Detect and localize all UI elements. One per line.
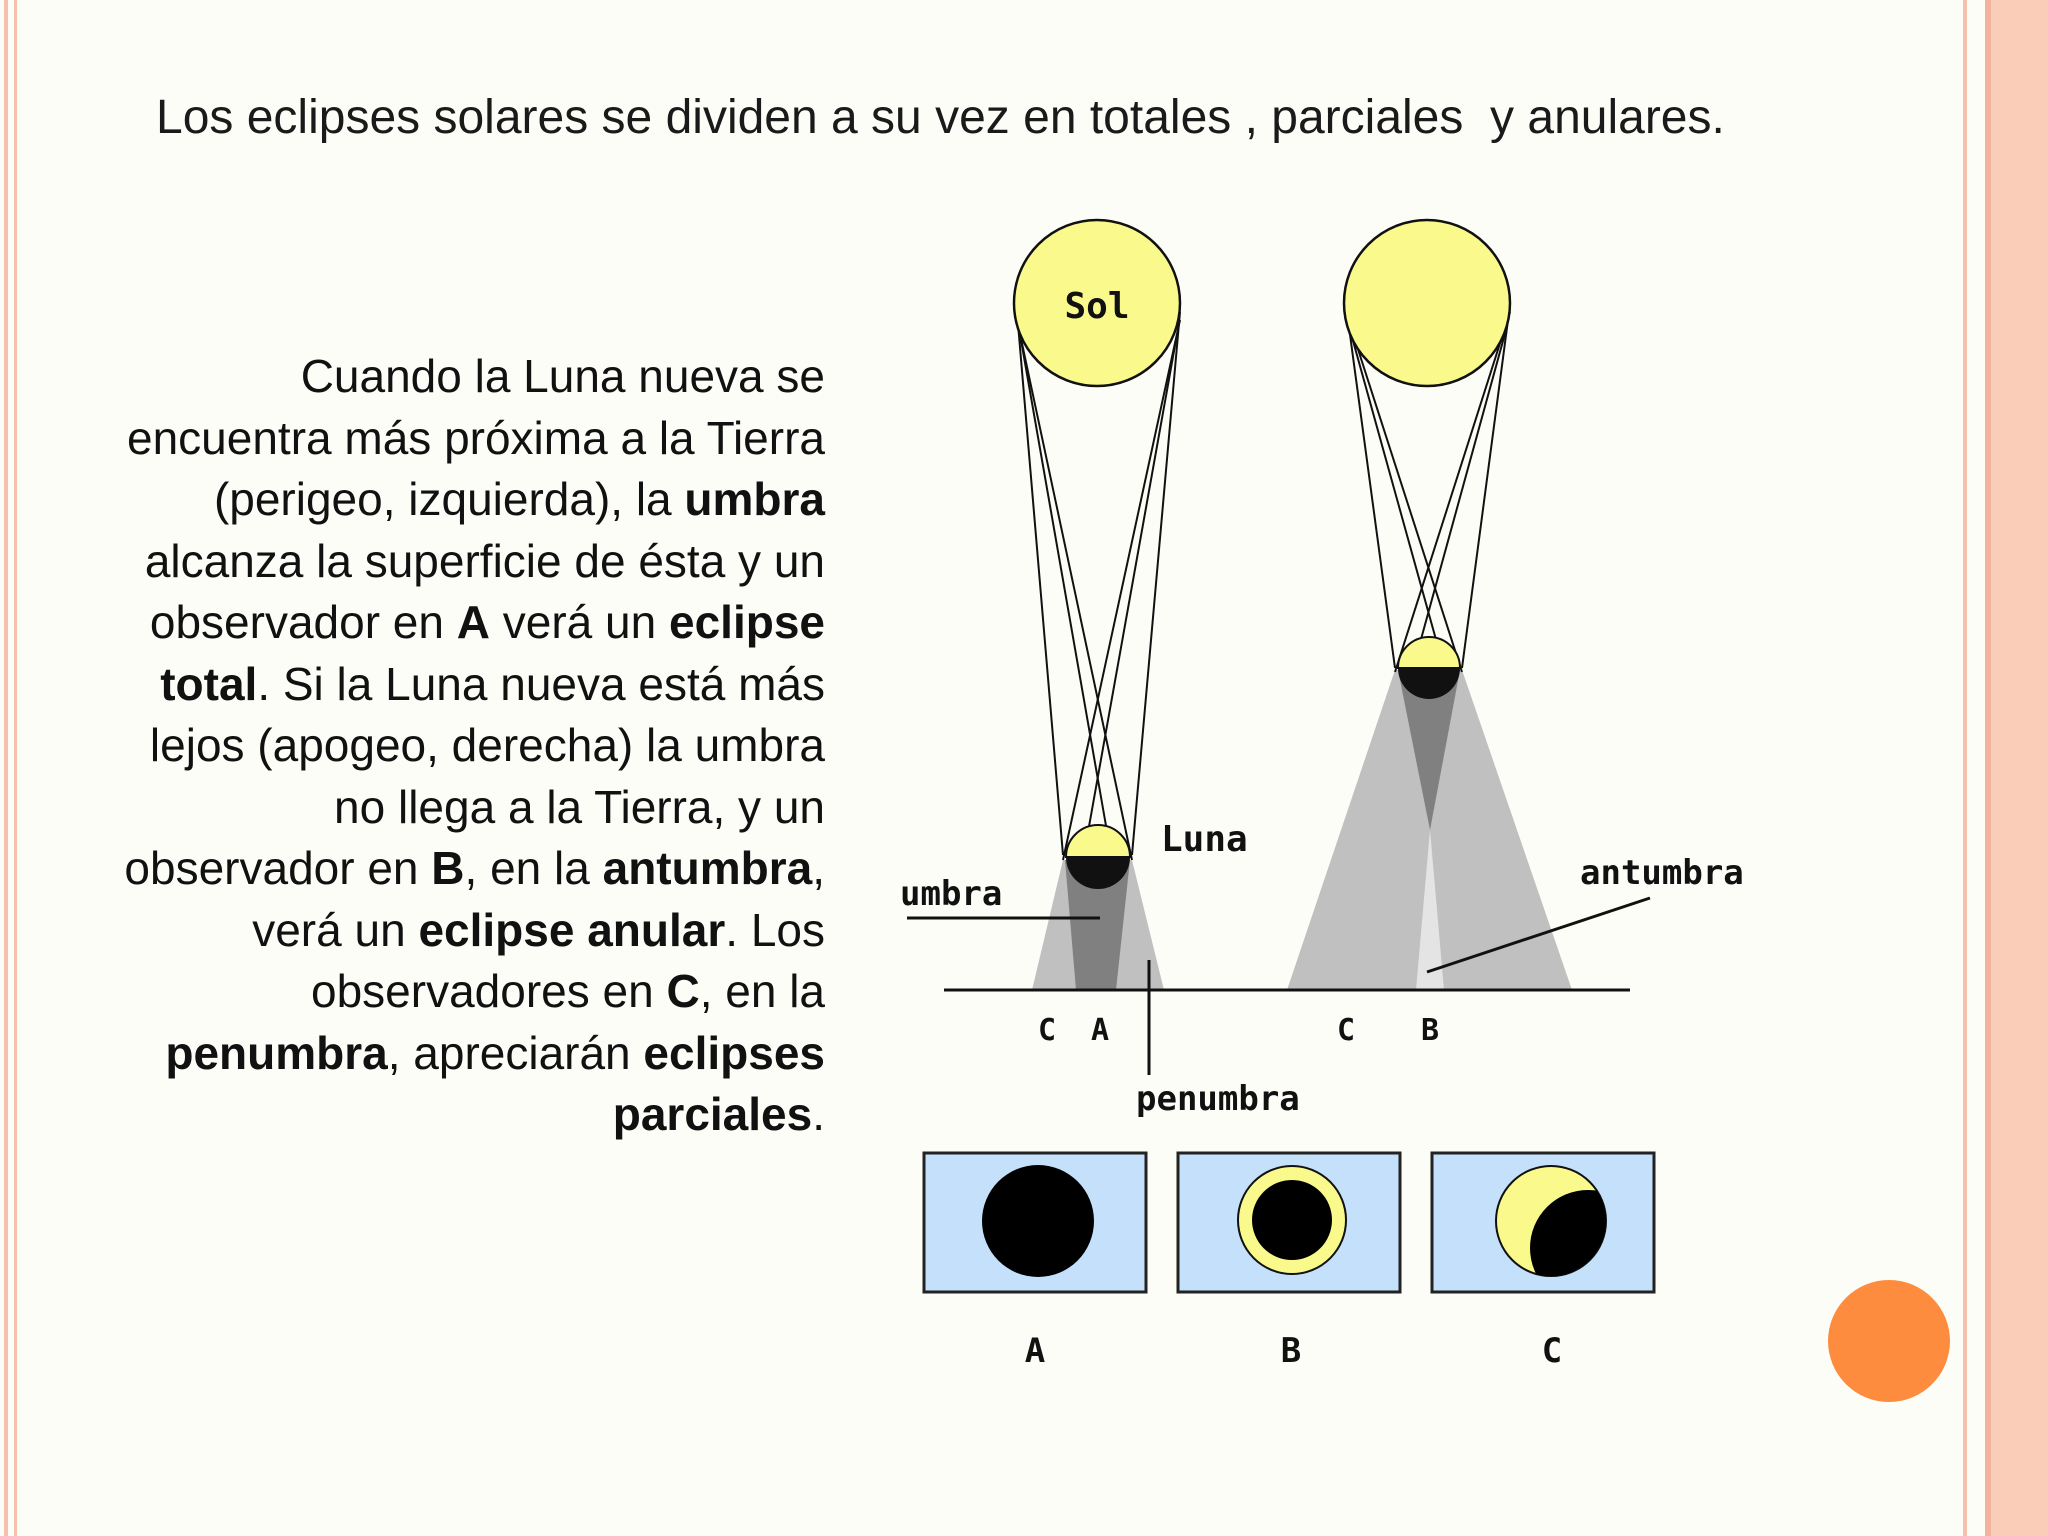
text-run: , en la [699, 965, 825, 1017]
ground-label-c-left: C [1038, 1013, 1056, 1048]
right-antumbra-region [1416, 830, 1444, 990]
panel-label-b: B [1281, 1331, 1301, 1371]
ground-label-c-right: C [1337, 1013, 1355, 1048]
moon-disc-icon [982, 1165, 1094, 1277]
moon-disc-icon [1252, 1180, 1332, 1260]
right-penumbra-region [1287, 670, 1572, 990]
body-paragraph: Cuando la Luna nueva se encuentra más pr… [120, 346, 825, 1146]
antumbra-pointer [1426, 896, 1651, 974]
text-run: , apreciarán [387, 1026, 644, 1079]
moon-disc-icon [1530, 1190, 1606, 1276]
text-run: verá un [490, 596, 669, 648]
text-run: Cuando la Luna nueva se encuentra más pr… [127, 350, 825, 525]
text-run: alcanza la superficie de ésta y un obser… [144, 534, 825, 649]
bold-term: B [431, 842, 465, 894]
left-border-thin [14, 0, 17, 1536]
left-umbra-region [1065, 860, 1130, 990]
decorative-orange-circle [1828, 1280, 1950, 1402]
sun-label: Sol [1064, 286, 1129, 327]
sun-icon [1012, 218, 1182, 388]
text-run: . Si la Luna nueva está más lejos (apoge… [124, 657, 825, 895]
bold-term: eclipse total [160, 596, 825, 710]
bold-term: antumbra [602, 842, 813, 894]
right-border-thin [1963, 0, 1967, 1536]
umbra-label: umbra [900, 874, 1002, 914]
penumbra-label: penumbra [1136, 1079, 1300, 1119]
right-light-rays [1345, 304, 1511, 673]
text-run: . [812, 1088, 825, 1140]
moon-dark-half [1066, 857, 1130, 889]
bold-term: eclipse anular [418, 903, 726, 956]
left-border [4, 0, 8, 1536]
sun-icon-right [1342, 218, 1512, 388]
left-light-rays [1016, 311, 1181, 861]
text-run: . Los observadores en [311, 903, 825, 1018]
panel-label-c: C [1542, 1331, 1562, 1371]
bold-term: umbra [684, 473, 825, 525]
panel-label-a: A [1025, 1331, 1045, 1371]
bold-term: penumbra [165, 1026, 388, 1079]
moon-lit-half [1064, 824, 1132, 858]
slide-title: Los eclipses solares se dividen a su vez… [156, 91, 1725, 144]
moon-lit-half-right [1396, 636, 1462, 669]
right-umbra-region [1398, 670, 1460, 830]
ground-label-a: A [1091, 1013, 1109, 1048]
text-run: , en la [464, 842, 603, 894]
bold-term: A [456, 596, 490, 648]
text-run: , verá un [252, 842, 825, 956]
bold-term: eclipses parciales [612, 1026, 825, 1141]
ground-label-b: B [1421, 1013, 1439, 1048]
moon-dark-half-right [1398, 668, 1460, 699]
moon-label: Luna [1161, 819, 1248, 860]
antumbra-label: antumbra [1580, 853, 1744, 893]
bold-term: C [666, 965, 700, 1017]
right-border [1985, 0, 2048, 1536]
